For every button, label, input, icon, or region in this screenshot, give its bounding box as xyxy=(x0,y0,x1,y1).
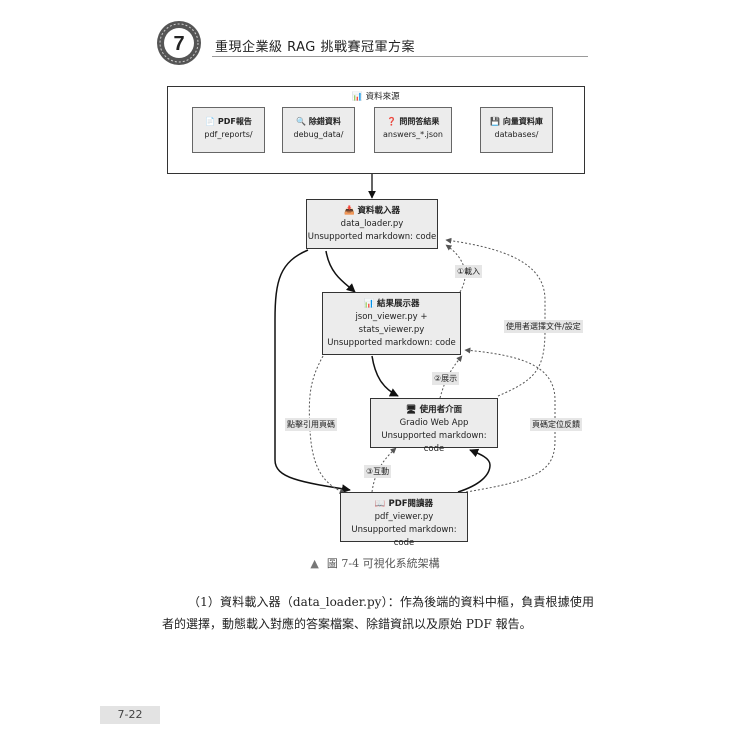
source-pdf-reports: 📄 PDF報告 pdf_reports/ xyxy=(192,107,265,153)
data-source-title: 📊 資料來源 xyxy=(352,92,400,102)
header-rule xyxy=(212,56,588,57)
edge-label-interact: ③互動 xyxy=(364,465,392,478)
node-line: data_loader.py xyxy=(340,219,404,229)
chapter-title: 重現企業級 RAG 挑戰賽冠軍方案 xyxy=(215,40,416,55)
body-paragraph: （1）資料載入器（data_loader.py）：作為後端的資料中樞，負責根據使… xyxy=(162,595,594,631)
caption-marker: ▲ xyxy=(310,557,319,570)
node-line: json_viewer.py + xyxy=(355,312,428,322)
edge-label-display: ②展示 xyxy=(432,372,460,385)
source-path: answers_*.json xyxy=(383,130,443,139)
node-line: Unsupported markdown: code xyxy=(351,525,457,548)
data-loader-node: 📥 資料載入器 data_loader.py Unsupported markd… xyxy=(306,199,438,249)
source-title: 🔍 除錯資料 xyxy=(296,117,341,126)
edge-label-click-ref: 點擊引用頁碼 xyxy=(285,418,337,431)
pdf-reader-node: 📖 PDF閱讀器 pdf_viewer.py Unsupported markd… xyxy=(340,492,468,548)
data-source-group: 📊 資料來源 📄 PDF報告 pdf_reports/ 🔍 除錯資料 debug… xyxy=(167,86,585,174)
edge-label-load: ①載入 xyxy=(455,265,483,278)
node-title: 📖 PDF閱讀器 xyxy=(374,499,434,509)
source-path: pdf_reports/ xyxy=(204,130,253,139)
node-line: Unsupported markdown: code xyxy=(381,431,487,454)
node-line: stats_viewer.py xyxy=(358,325,425,335)
node-title: 📥 資料載入器 xyxy=(343,206,401,216)
figure-caption: ▲ 圖 7-4 可視化系統架構 xyxy=(0,555,750,571)
result-viewer-node: 📊 結果展示器 json_viewer.py + stats_viewer.py… xyxy=(322,292,461,355)
node-line: Unsupported markdown: code xyxy=(307,232,437,242)
page-number: 7-22 xyxy=(117,708,143,721)
page-number-bar xyxy=(100,706,160,724)
source-title: 📄 PDF報告 xyxy=(205,117,252,126)
node-line: pdf_viewer.py xyxy=(374,512,434,522)
node-title: 🖥 使用者介面 xyxy=(405,405,463,415)
source-title: ❓ 問問答結果 xyxy=(386,117,440,126)
source-answers: ❓ 問問答結果 answers_*.json xyxy=(374,107,452,153)
source-databases: 💾 向量資料庫 databases/ xyxy=(480,107,553,153)
source-path: databases/ xyxy=(494,130,539,139)
chapter-badge: 7 xyxy=(157,21,201,65)
caption-text: 圖 7-4 可視化系統架構 xyxy=(326,557,440,570)
node-line: Gradio Web App xyxy=(399,418,469,428)
source-path: debug_data/ xyxy=(293,130,344,139)
source-debug-data: 🔍 除錯資料 debug_data/ xyxy=(282,107,355,153)
edge-label-user-select: 使用者選擇文件/設定 xyxy=(504,320,583,333)
node-line: Unsupported markdown: code xyxy=(327,338,456,348)
node-title: 📊 結果展示器 xyxy=(363,299,420,309)
user-interface-node: 🖥 使用者介面 Gradio Web App Unsupported markd… xyxy=(370,398,498,454)
edge-label-page-feedback: 頁碼定位反饋 xyxy=(530,418,582,431)
source-title: 💾 向量資料庫 xyxy=(490,117,543,126)
chapter-number: 7 xyxy=(173,33,184,55)
